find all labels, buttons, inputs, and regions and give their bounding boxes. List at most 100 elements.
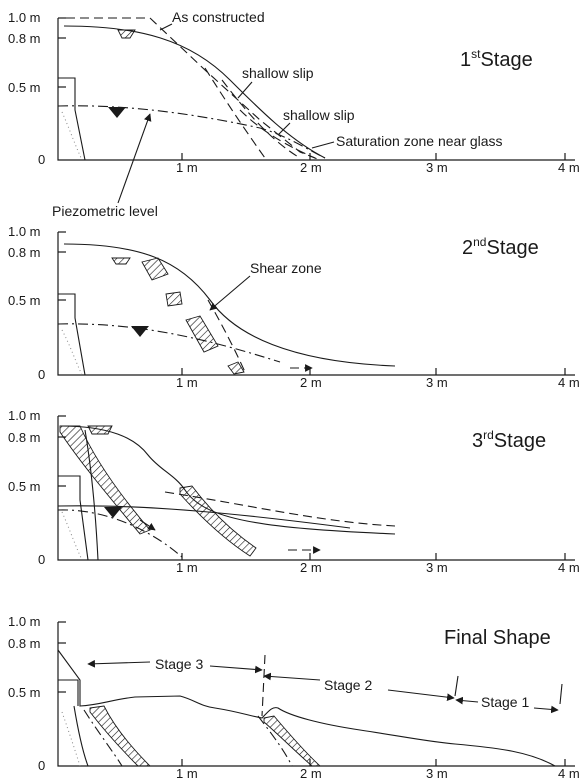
- x-label-3m: 3 m: [426, 375, 448, 390]
- hatch-zone: [111, 257, 131, 265]
- stage-number: 1: [460, 49, 471, 71]
- water-level-marker: [131, 326, 149, 337]
- movement-arrow: [139, 519, 156, 531]
- y-label-0.5: 0.5 m: [8, 293, 41, 308]
- piezometric-label: Piezometric level: [52, 203, 158, 219]
- y-label-0.8: 0.8 m: [8, 430, 41, 445]
- piezometric-line: [57, 105, 326, 159]
- y-label-0.5: 0.5 m: [8, 80, 41, 95]
- shallow-slip-label-2: shallow slip: [283, 107, 355, 123]
- stage-superscript: rd: [483, 428, 494, 442]
- dotted-zone: [61, 711, 81, 767]
- inner-line: [73, 705, 89, 767]
- y-label-1.0: 1.0 m: [8, 614, 41, 629]
- shear-zone-arrow: [209, 275, 251, 311]
- axes: [57, 232, 575, 376]
- leader-line: [311, 141, 335, 149]
- leader-line: [159, 23, 173, 31]
- glass-wall: [58, 77, 86, 161]
- piezometric-line: [57, 505, 351, 529]
- x-label-4m: 4 m: [558, 766, 580, 781]
- stage-divider: [454, 675, 459, 697]
- x-label-2m: 2 m: [300, 160, 322, 175]
- dotted-zone: [61, 511, 83, 561]
- y-label-0.8: 0.8 m: [8, 245, 41, 260]
- slip-surface: [207, 299, 246, 373]
- x-label-2m: 2 m: [300, 375, 322, 390]
- slip-line: [257, 715, 293, 767]
- stage-title: 1stStage: [460, 47, 533, 71]
- x-label-3m: 3 m: [426, 560, 448, 575]
- stage-word: Stage: [494, 430, 546, 452]
- water-level-marker: [104, 507, 122, 518]
- slip-surface: [221, 79, 301, 159]
- stage2-arrow-right: [387, 689, 455, 701]
- stage-divider: [261, 654, 266, 717]
- hatch-zone: [165, 291, 183, 307]
- axes: [57, 622, 575, 767]
- y-label-0.5: 0.5 m: [8, 685, 41, 700]
- shear-zone-label: Shear zone: [250, 260, 322, 276]
- stage-divider: [559, 683, 563, 705]
- y-label-1.0: 1.0 m: [8, 408, 41, 423]
- panel-final-shape: 1.0 m 0.8 m 0.5 m 0 1 m 2 m 3 m 4 m Stag…: [8, 614, 580, 781]
- stage-superscript: nd: [473, 235, 486, 249]
- as-constructed-outline: [66, 17, 321, 161]
- shallow-slip-label-1: shallow slip: [242, 65, 314, 81]
- inner-line: [84, 429, 99, 561]
- stage2-arrow-left: [263, 672, 321, 681]
- glass-wall: [58, 293, 86, 376]
- leader-line: [237, 81, 253, 99]
- x-label-4m: 4 m: [558, 560, 580, 575]
- panel-stage-1: 1.0 m 0.8 m 0.5 m 0 1 m 2 m 3 m 4 m As c…: [8, 9, 580, 219]
- final-profile: [57, 649, 556, 767]
- piezometric-arrow: [117, 113, 152, 204]
- y-label-0.8: 0.8 m: [8, 636, 41, 651]
- as-constructed-label: As constructed: [172, 9, 265, 25]
- stage3-arrow-left: [87, 659, 151, 668]
- dotted-zone: [61, 329, 83, 376]
- slip-line: [57, 509, 186, 561]
- shear-zone-hatch: [89, 705, 152, 767]
- glass-wall: [58, 475, 89, 561]
- slip-surface: [204, 67, 266, 159]
- x-label-1m: 1 m: [176, 375, 198, 390]
- stage1-label: Stage 1: [481, 694, 529, 710]
- saturation-label: Saturation zone near glass: [336, 133, 503, 149]
- y-label-0.5: 0.5 m: [8, 479, 41, 494]
- x-label-3m: 3 m: [426, 160, 448, 175]
- piezometric-line: [57, 323, 281, 363]
- stage-word: Stage: [480, 49, 532, 71]
- x-label-3m: 3 m: [426, 766, 448, 781]
- glass-wall: [58, 679, 79, 706]
- y-label-0: 0: [38, 152, 45, 167]
- stage1-arrow-right: [533, 705, 559, 714]
- shear-zone-hatch: [179, 485, 257, 557]
- slope-surface: [59, 425, 396, 535]
- slope-surface: [63, 25, 326, 159]
- stage3-arrow-right: [209, 665, 263, 674]
- x-label-2m: 2 m: [300, 766, 322, 781]
- x-label-2m: 2 m: [300, 560, 322, 575]
- axes: [57, 18, 575, 161]
- stage1-arrow-left: [455, 696, 479, 705]
- slip-line: [83, 709, 123, 767]
- x-label-1m: 1 m: [176, 766, 198, 781]
- axes: [57, 416, 575, 561]
- stage2-label: Stage 2: [324, 677, 372, 693]
- x-label-1m: 1 m: [176, 160, 198, 175]
- y-label-1.0: 1.0 m: [8, 224, 41, 239]
- y-label-0: 0: [38, 758, 45, 773]
- stage-title: Final Shape: [444, 627, 551, 649]
- water-level-marker: [108, 107, 126, 118]
- y-label-1.0: 1.0 m: [8, 10, 41, 25]
- stage-word: Stage: [486, 237, 538, 259]
- shear-zone-hatch: [263, 715, 322, 767]
- y-label-0.8: 0.8 m: [8, 31, 41, 46]
- y-label-0: 0: [38, 552, 45, 567]
- hatch-zone: [117, 29, 136, 39]
- stage-number: 3: [472, 430, 483, 452]
- dotted-zone: [61, 111, 83, 161]
- shear-zone-hatch: [59, 425, 151, 535]
